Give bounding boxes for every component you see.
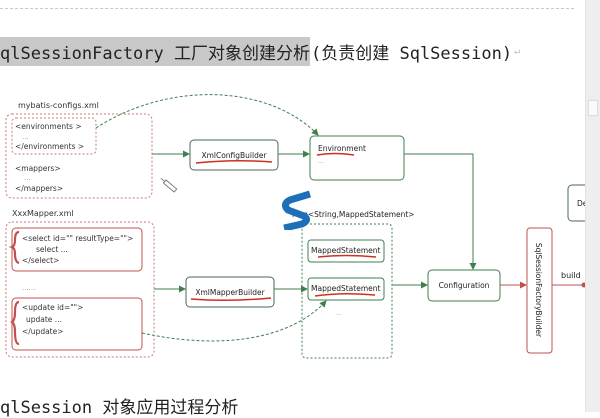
build-label: build <box>561 271 581 280</box>
xml-config-builder-box <box>189 139 279 171</box>
scrollbar-thumb[interactable] <box>588 100 598 116</box>
environments-block <box>11 117 97 155</box>
select-block <box>11 227 143 272</box>
mapped-dots: ... <box>336 310 342 317</box>
environment-box <box>309 135 405 181</box>
mapper-middle-dots: ...... <box>22 284 35 292</box>
env-dots: ... <box>22 133 29 141</box>
red-underline <box>316 152 355 156</box>
heading-highlighted-text: qlSessionFactory 工厂对象创建分析 <box>0 36 310 66</box>
environment-label: Environment <box>318 144 366 153</box>
default-factory-label: Def <box>577 199 585 208</box>
next-section-heading: qlSession 对象应用过程分析 <box>0 398 239 418</box>
mapper-file-title: XxxMapper.xml <box>12 209 74 218</box>
mapped-statement-label: MappedStatement <box>311 246 380 255</box>
environment-dots: ... <box>318 158 324 165</box>
arrow-environment-to-configuration <box>404 153 477 270</box>
red-underline <box>195 159 273 164</box>
update-brace-icon <box>10 300 20 346</box>
pen-icon <box>160 178 178 193</box>
arrow-update-to-mapped <box>141 300 327 342</box>
arrow-environments-to-environment <box>95 94 319 136</box>
update-block <box>11 297 143 351</box>
xml-config-builder-label: XmlConfigBuilder <box>201 151 267 160</box>
xml-mapper-builder-label: XmlMapperBuilder <box>195 288 265 297</box>
update-close-tag: </update> <box>22 327 64 336</box>
vertical-scrollbar[interactable] <box>585 0 600 412</box>
page-divider <box>0 8 574 9</box>
select-close-tag: </select> <box>22 256 59 265</box>
red-underline <box>190 297 272 302</box>
map-label: Map<String,MappedStatement> <box>292 210 415 219</box>
select-brace-icon <box>8 230 20 265</box>
factory-builder-box <box>526 227 553 354</box>
mappers-dots: ... <box>24 174 31 182</box>
mappers-close-tag: </mappers> <box>15 184 63 193</box>
update-body: update ... <box>26 315 62 324</box>
section-heading: qlSessionFactory 工厂对象创建分析(负责创建 SqlSessio… <box>0 36 520 66</box>
env-open-tag: <environments > <box>15 122 82 131</box>
paragraph-mark-icon: ↵ <box>514 45 521 57</box>
configuration-label: Configuration <box>439 281 490 290</box>
mapped-statement-label: MappedStatement <box>311 284 380 293</box>
red-underline <box>317 254 377 258</box>
diagram: mybatis-configs.xml <environments > ... … <box>0 90 599 362</box>
select-open-tag: <select id="" resultType=""> <box>22 234 133 243</box>
watermark-logo-icon <box>281 190 312 230</box>
config-file-title: mybatis-configs.xml <box>18 101 99 110</box>
select-body: select ... <box>36 245 68 254</box>
factory-builder-label: SqlSessionFactoryBuilder <box>534 243 543 338</box>
heading-text: (负责创建 SqlSession) <box>311 43 513 64</box>
env-close-tag: </environments > <box>15 142 84 151</box>
red-underline <box>314 292 376 297</box>
update-open-tag: <update id=""> <box>22 303 83 312</box>
mappers-open-tag: <mappers> <box>15 164 61 173</box>
